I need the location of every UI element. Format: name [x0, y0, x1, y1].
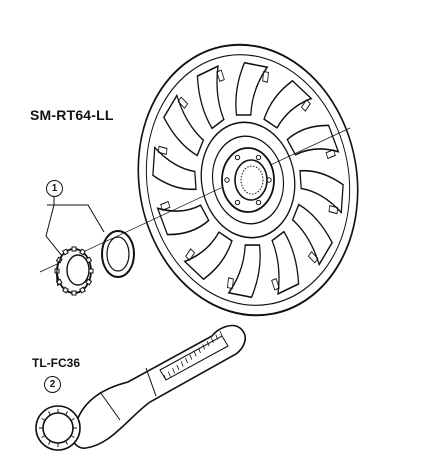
rotor-cutout	[291, 203, 333, 267]
assembly-axis-line	[39, 127, 351, 273]
rotor-cutout-pattern	[152, 61, 344, 299]
rotor-slot	[227, 277, 234, 290]
lockring-tooth	[79, 248, 86, 256]
rotor-hub-spline	[221, 147, 275, 213]
scale-tick	[211, 337, 214, 343]
lockring-tooth	[85, 256, 93, 264]
rotor-cutout	[235, 61, 269, 116]
scale-tick	[193, 351, 197, 357]
lockring-tooth	[71, 246, 77, 252]
scale-tick	[167, 371, 171, 377]
rivet	[234, 154, 241, 161]
rotor-model-label: SM-RT64-LL	[30, 107, 114, 123]
lockring-part	[54, 246, 94, 296]
rivet	[255, 199, 262, 206]
lockring-tooth	[62, 286, 69, 294]
callout-1-leader-lines	[45, 196, 105, 257]
tool-tooth	[48, 411, 51, 416]
rotor-slot	[160, 200, 171, 211]
rivet	[234, 199, 241, 206]
rotor-cutout	[286, 124, 340, 156]
tool-tooth	[65, 411, 68, 416]
rivet	[266, 177, 272, 183]
lockring-tooth	[62, 248, 69, 256]
callout-number-1: 1	[46, 180, 63, 197]
scale-tick	[163, 374, 167, 381]
scale-tick	[185, 357, 188, 364]
tool-tooth	[48, 440, 51, 445]
tool-tooth	[41, 418, 46, 421]
lockring-tooth	[85, 278, 93, 286]
rotor-slot	[216, 69, 225, 83]
rotor-slot	[300, 99, 311, 112]
tool-model-label: TL-FC36	[32, 356, 80, 370]
rotor-cutout	[183, 231, 233, 281]
brake-rotor-disc	[137, 43, 359, 317]
rotor-slot	[328, 205, 339, 215]
rotor-slot	[325, 149, 336, 160]
rotor-slot	[185, 248, 196, 261]
lockring-tooth	[88, 268, 94, 274]
rotor-slot	[157, 145, 168, 155]
rotor-cutout	[271, 230, 300, 296]
scale-tick	[206, 341, 210, 347]
rotor-cutout	[196, 64, 225, 130]
rotor-rivets	[224, 154, 272, 206]
scale-tick	[189, 354, 193, 360]
scale-tick	[176, 364, 180, 370]
scale-tick	[172, 368, 175, 374]
rotor-cutout	[263, 79, 313, 129]
rotor-slot	[262, 70, 269, 83]
tool-scale-markings	[163, 330, 223, 381]
rotor-slot	[271, 277, 280, 291]
lockring-tooth	[71, 290, 77, 296]
scale-tick	[202, 344, 206, 350]
scale-tick	[215, 334, 219, 340]
rivet	[224, 177, 230, 183]
rotor-slot	[177, 96, 189, 109]
rotor-cutout	[152, 145, 197, 191]
rotor-cutout	[299, 169, 344, 215]
rotor-cutout	[227, 244, 261, 299]
rotor-cutout	[163, 93, 205, 157]
scale-tick	[219, 330, 223, 337]
scale-tick	[180, 361, 184, 367]
tool-tooth	[65, 440, 68, 445]
rotor-slot	[307, 251, 319, 264]
tool-tooth	[41, 435, 46, 438]
callout-number-2: 2	[44, 376, 61, 393]
rivet	[255, 154, 262, 161]
tool-tooth	[70, 435, 75, 438]
lockring-tooth	[79, 286, 86, 294]
spacer-washer-part	[101, 230, 135, 278]
lockring-tool-wrench	[35, 324, 247, 451]
scale-tick	[198, 347, 201, 354]
tool-tooth	[70, 418, 75, 421]
rotor-cutout	[156, 204, 210, 236]
